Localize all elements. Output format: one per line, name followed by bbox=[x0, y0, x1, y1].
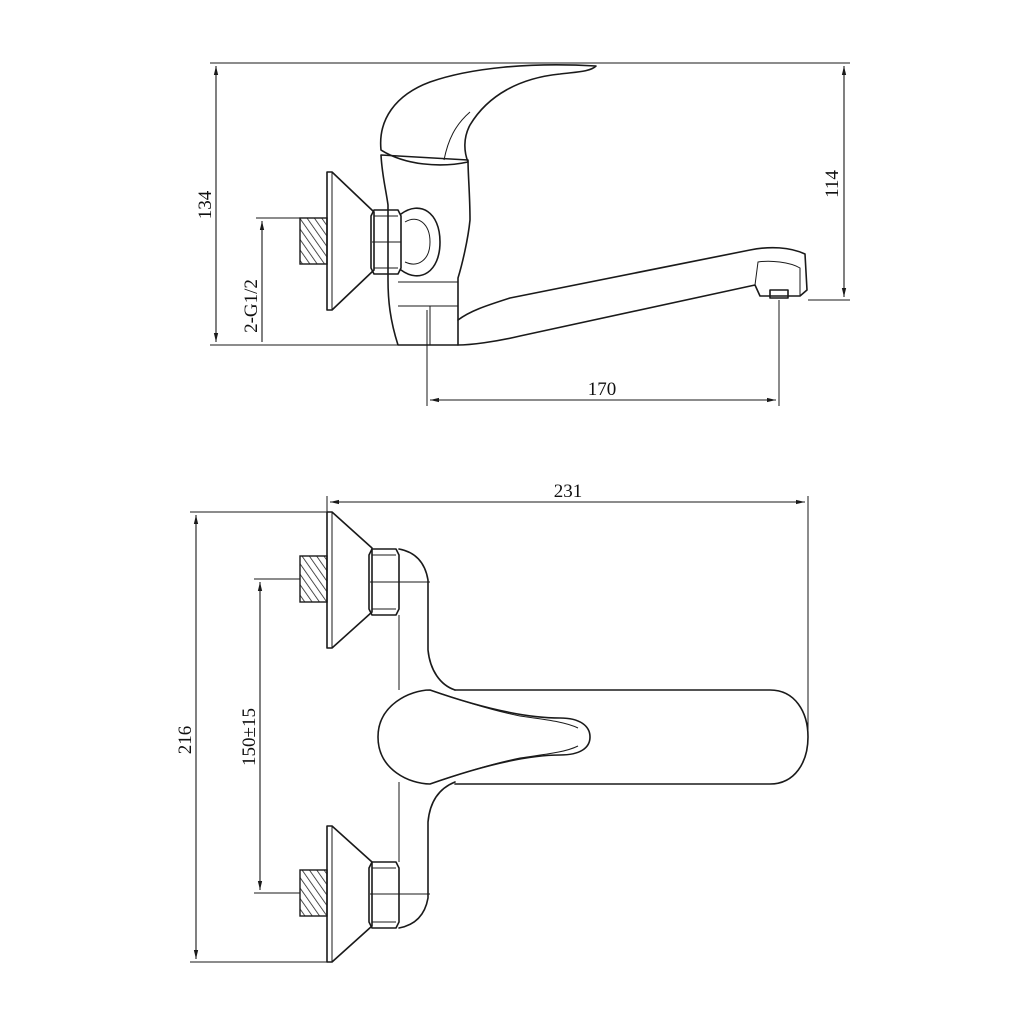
side-lever-handle bbox=[379, 64, 597, 166]
dim-overall-width: 216 bbox=[175, 511, 327, 963]
dim-height-spout-label: 114 bbox=[822, 170, 843, 198]
dim-overall-length: 231 bbox=[326, 481, 809, 737]
top-upper-hex-nut bbox=[368, 548, 430, 616]
dim-height-spout: 114 bbox=[600, 62, 850, 301]
top-lower-threaded-inlet bbox=[299, 869, 328, 917]
top-view: 231 216 150±15 bbox=[175, 481, 809, 963]
side-swivel-spout bbox=[457, 246, 808, 346]
top-lever-handle bbox=[377, 689, 591, 785]
top-upper-threaded-inlet bbox=[299, 555, 328, 603]
side-hex-nut bbox=[370, 209, 402, 275]
top-upper-flange bbox=[299, 511, 373, 649]
side-view: 134 114 2-G1/2 170 bbox=[195, 62, 850, 406]
dim-spout-reach: 170 bbox=[426, 300, 780, 406]
dim-inlet-spacing: 150±15 bbox=[239, 578, 300, 894]
dim-spout-reach-label: 170 bbox=[588, 379, 617, 400]
dim-inlet-spacing-label: 150±15 bbox=[239, 708, 260, 766]
side-mixer-body bbox=[380, 154, 471, 346]
side-threaded-inlet bbox=[299, 217, 328, 265]
dim-overall-length-label: 231 bbox=[554, 481, 583, 502]
side-eccentric-connector bbox=[400, 207, 441, 277]
top-lower-hex-nut bbox=[368, 861, 430, 929]
dim-thread-callout-label: 2-G1/2 bbox=[241, 279, 262, 333]
side-wall-flange bbox=[326, 171, 375, 311]
dim-height-overall-label: 134 bbox=[195, 190, 216, 219]
dim-overall-width-label: 216 bbox=[175, 726, 196, 755]
dim-height-overall: 134 bbox=[195, 62, 600, 346]
top-lower-flange bbox=[299, 825, 373, 963]
top-swivel-spout bbox=[454, 689, 809, 785]
dim-thread-callout: 2-G1/2 bbox=[241, 217, 300, 342]
top-mixer-body bbox=[398, 548, 456, 929]
